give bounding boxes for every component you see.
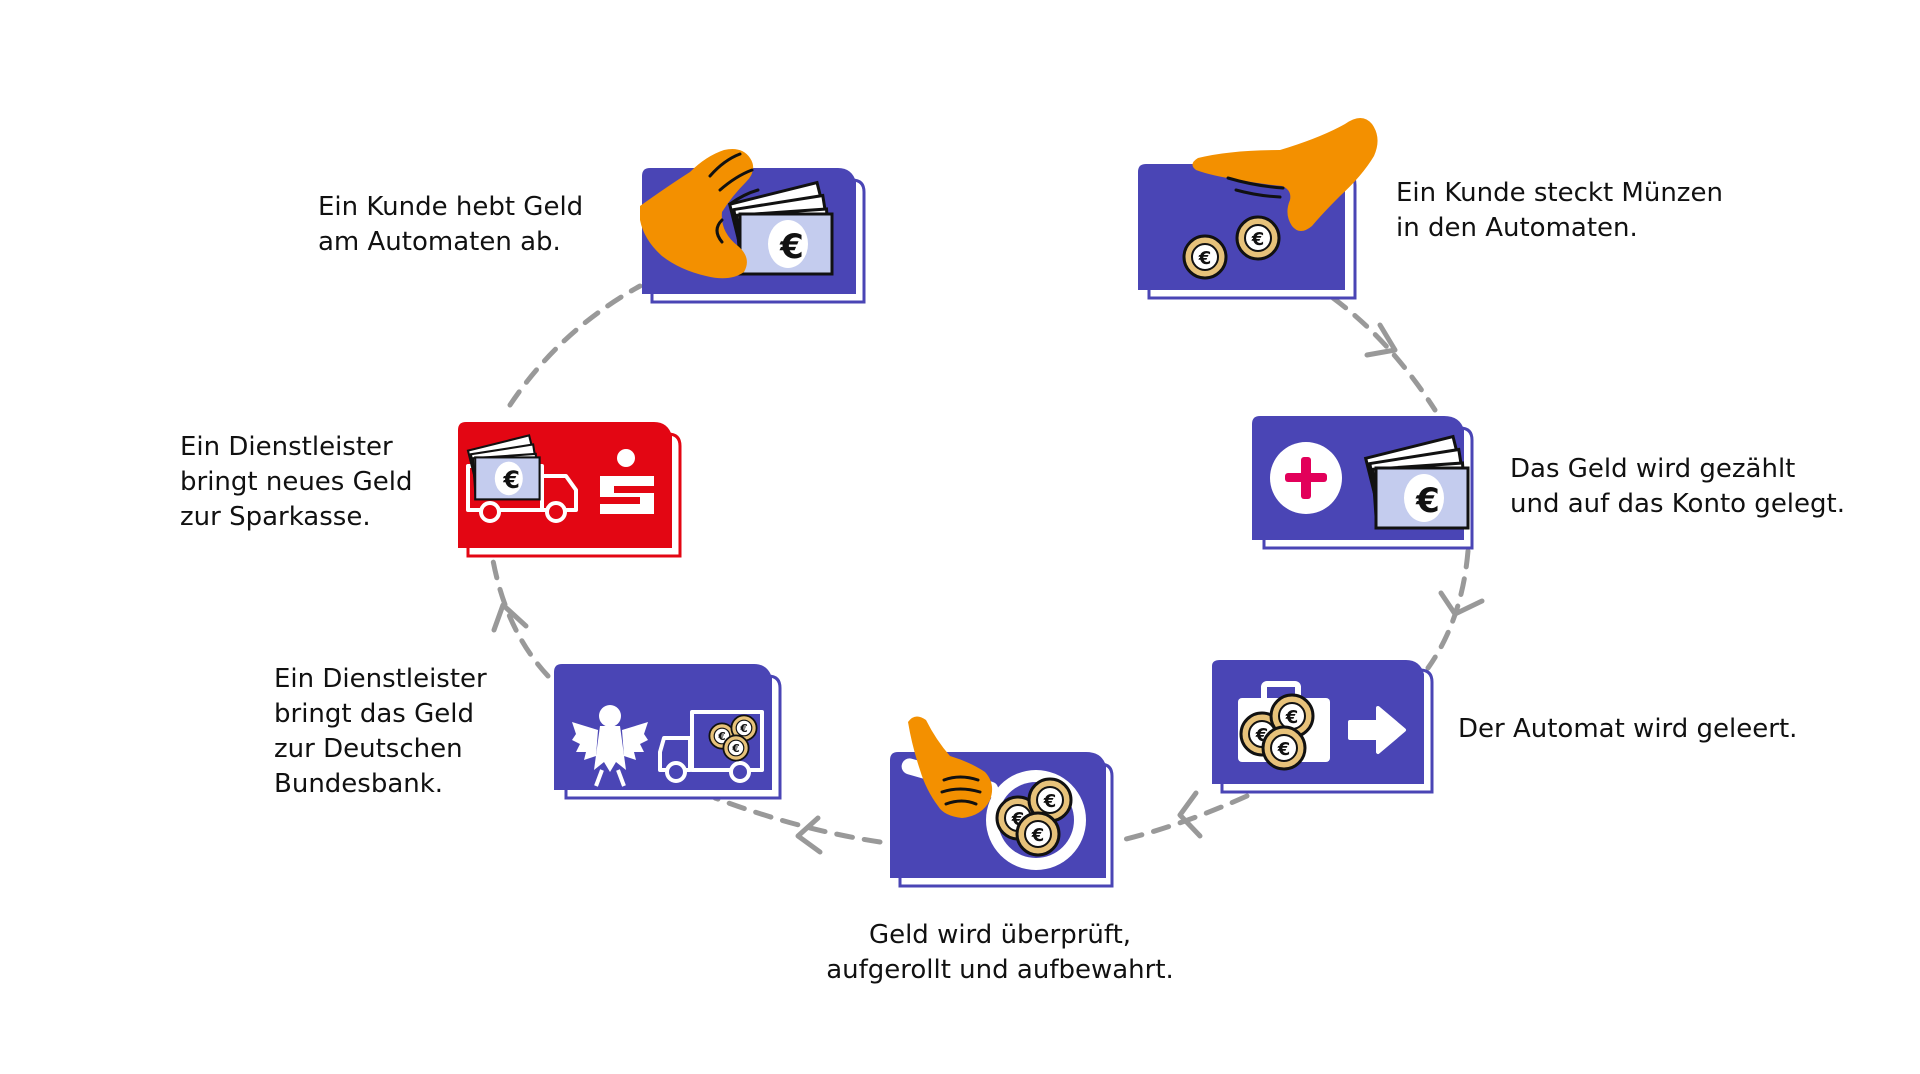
arrow-4-to-5 <box>712 795 883 845</box>
caption-counted: Das Geld wird gezählt und auf das Konto … <box>1510 452 1845 522</box>
step-withdraw-icon <box>640 149 866 304</box>
caption-line: aufgerollt und aufbewahrt. <box>826 955 1174 985</box>
step-to-bundesbank-icon <box>554 664 782 800</box>
caption-line: am Automaten ab. <box>318 227 561 257</box>
caption-line: und auf das Konto gelegt. <box>1510 489 1845 519</box>
coin-icon <box>1015 811 1061 857</box>
step-insert-coins-icon <box>1138 118 1378 300</box>
arrowhead-1 <box>1364 322 1398 358</box>
caption-line: Geld wird überprüft, <box>868 920 1132 950</box>
caption-insert-coins: Ein Kunde steckt Münzen in den Automaten… <box>1396 176 1723 246</box>
coin-icon <box>1182 234 1228 280</box>
caption-line: in den Automaten. <box>1396 213 1638 243</box>
step-checked-icon <box>890 716 1114 888</box>
coin-icon <box>1261 725 1307 771</box>
caption-line: Bundesbank. <box>274 769 444 799</box>
step-counted-icon <box>1252 416 1474 550</box>
caption-line: bringt neues Geld <box>180 467 413 497</box>
arrowhead-4 <box>795 815 823 855</box>
hand-icon <box>908 716 993 818</box>
arrow-right-icon <box>1348 706 1406 754</box>
caption-emptied: Der Automat wird geleert. <box>1458 712 1797 747</box>
sparkasse-logo-icon <box>600 449 654 514</box>
arrow-1-to-2 <box>1330 295 1438 413</box>
arrowhead-5 <box>491 602 529 633</box>
caption-line: zur Sparkasse. <box>180 502 371 532</box>
caption-line: Ein Kunde steckt Münzen <box>1396 178 1723 208</box>
federal-eagle-icon <box>572 705 648 787</box>
arrow-5-to-6 <box>489 552 551 679</box>
step-to-sparkasse-icon <box>458 422 682 558</box>
caption-checked: Geld wird überprüft, aufgerollt und aufb… <box>800 918 1200 988</box>
caption-to-sparkasse: Ein Dienstleister bringt neues Geld zur … <box>180 430 413 535</box>
caption-line: Ein Kunde hebt Geld <box>318 192 584 222</box>
arrowhead-2 <box>1438 590 1485 617</box>
caption-line: Ein Dienstleister <box>180 432 393 462</box>
caption-withdraw: Ein Kunde hebt Geld am Automaten ab. <box>318 190 583 260</box>
arrowhead-3 <box>1177 790 1203 839</box>
hand-icon <box>1192 118 1378 231</box>
caption-to-bundesbank: Ein Dienstleister bringt das Geld zur De… <box>274 662 487 802</box>
plus-icon <box>1270 442 1342 514</box>
arrow-3-to-4 <box>1119 793 1250 843</box>
coin-icon <box>722 734 750 762</box>
caption-line: Der Automat wird geleert. <box>1458 714 1798 744</box>
caption-line: bringt das Geld <box>274 699 474 729</box>
caption-line: Das Geld wird gezählt <box>1510 454 1796 484</box>
arrow-heads <box>491 322 1485 855</box>
caption-line: zur Deutschen <box>274 734 463 764</box>
caption-line: Ein Dienstleister <box>274 664 487 694</box>
step-emptied-icon <box>1212 660 1434 794</box>
coin-icon <box>1235 215 1281 261</box>
hand-icon <box>640 149 754 279</box>
arrow-6-to-7 <box>507 283 643 408</box>
